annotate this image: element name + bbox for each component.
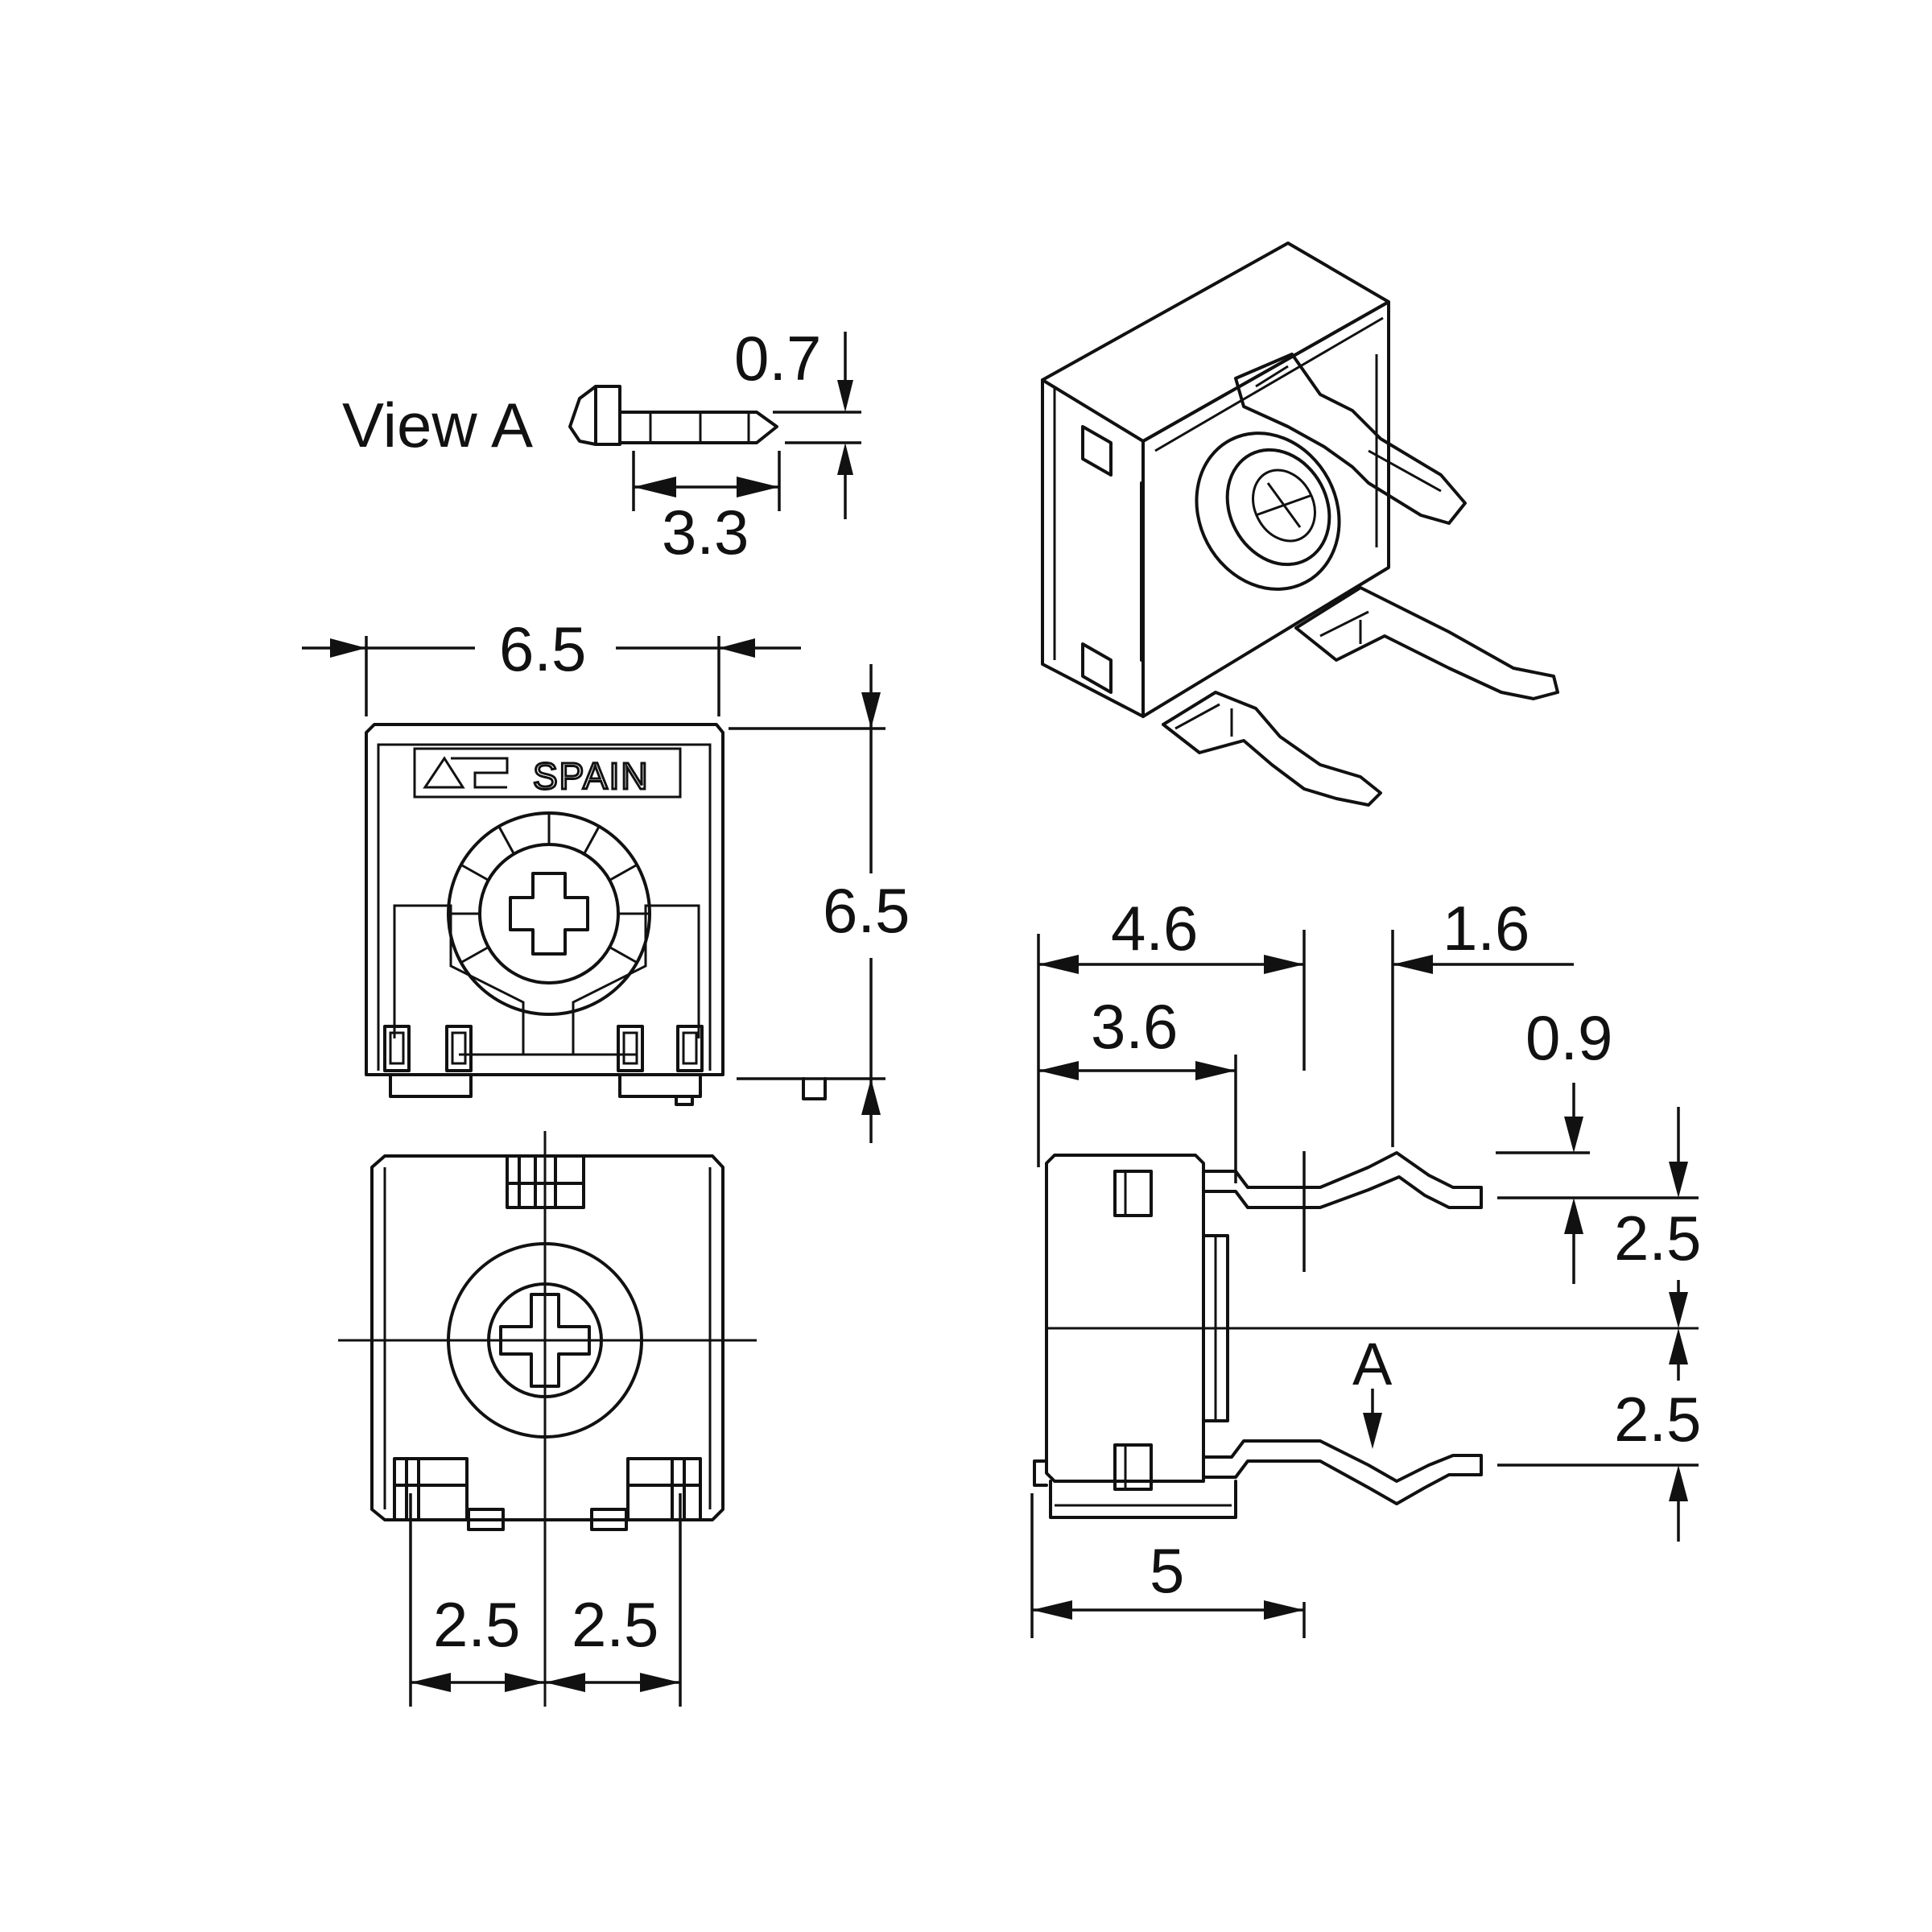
iso-top-face xyxy=(1041,242,1390,443)
bottom-view: 2.5 2.5 xyxy=(338,1131,757,1707)
bottom-cross-slot-icon xyxy=(499,1293,591,1388)
dim-2.5-lower: 2.5 xyxy=(1614,1384,1701,1455)
side-lead-upper xyxy=(1202,1151,1483,1209)
iso-rotor xyxy=(1195,431,1341,591)
front-view: 6.5 SPAIN 6.5 xyxy=(302,613,910,1143)
dim-2.5-upper: 2.5 xyxy=(1614,1203,1701,1274)
dim-2.5-right: 2.5 xyxy=(572,1589,658,1660)
iso-lead-right xyxy=(1294,586,1559,700)
iso-wiper-lead xyxy=(1234,353,1467,525)
dim-1.6: 1.6 xyxy=(1443,893,1530,964)
side-lead-lower xyxy=(1202,1439,1483,1505)
side-body xyxy=(1045,1154,1205,1483)
bottom-body xyxy=(370,1154,724,1521)
dim-0.9: 0.9 xyxy=(1525,1002,1612,1073)
side-view: 4.6 1.6 3.6 A 0.9 2.5 2.5 xyxy=(1030,893,1701,1638)
view-a-pin xyxy=(618,411,778,444)
dim-6.5-width: 6.5 xyxy=(499,613,586,684)
dim-0.7: 0.7 xyxy=(734,323,821,394)
dim-5: 5 xyxy=(1150,1535,1184,1606)
front-body xyxy=(365,723,724,1076)
dim-2.5-left: 2.5 xyxy=(433,1589,520,1660)
view-a-title: View A xyxy=(342,390,533,460)
iso-front-face xyxy=(1141,300,1390,718)
manufacturer-logo xyxy=(423,756,509,789)
dim-3.6: 3.6 xyxy=(1091,991,1178,1062)
dim-6.5-height: 6.5 xyxy=(823,875,910,946)
dim-4.6: 4.6 xyxy=(1111,893,1198,964)
view-a-head xyxy=(568,385,597,446)
view-a: View A 0.7 3.3 xyxy=(342,323,861,568)
marking-text: SPAIN xyxy=(533,755,650,797)
iso-lead-left xyxy=(1162,691,1382,807)
marking-plate xyxy=(413,747,682,799)
cross-slot-icon xyxy=(509,872,589,956)
isometric-view xyxy=(1041,242,1559,807)
view-a-marker: A xyxy=(1352,1331,1393,1397)
dim-3.3: 3.3 xyxy=(662,497,749,568)
